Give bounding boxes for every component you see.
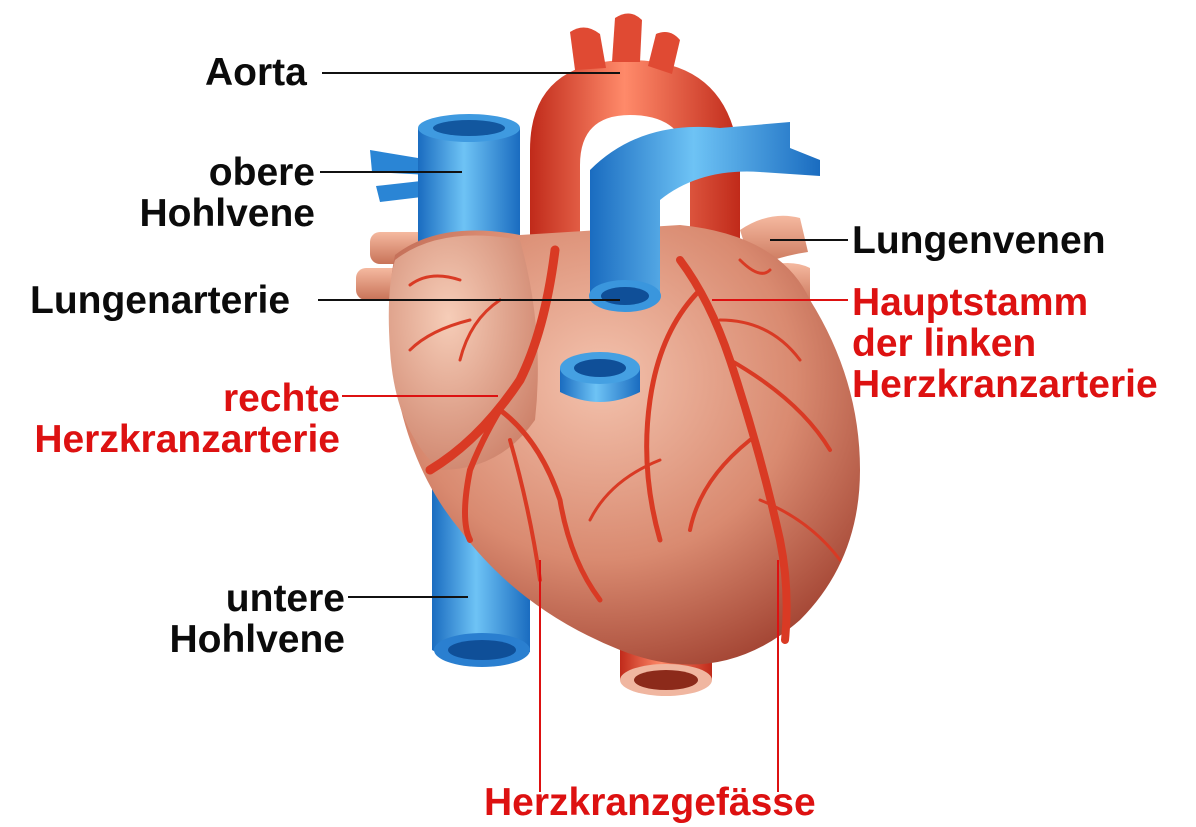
label-obere-hohlvene: obere Hohlvene	[120, 152, 315, 234]
label-hauptstamm: Hauptstamm der linken Herzkranzarterie	[852, 282, 1158, 405]
label-lungenarterie-text: Lungenarterie	[30, 280, 290, 321]
label-aorta: Aorta	[205, 52, 307, 93]
label-lungenvenen-text: Lungenvenen	[852, 220, 1106, 261]
aortic-root-opening	[560, 352, 640, 402]
label-untere-hohlvene-line2: Hohlvene	[140, 619, 345, 660]
label-obere-hohlvene-line2: Hohlvene	[120, 193, 315, 234]
label-untere-hohlvene: untere Hohlvene	[140, 578, 345, 660]
label-hauptstamm-line1: Hauptstamm	[852, 282, 1158, 323]
label-aorta-text: Aorta	[205, 52, 307, 93]
label-lungenvenen: Lungenvenen	[852, 220, 1106, 261]
label-hauptstamm-line3: Herzkranzarterie	[852, 364, 1158, 405]
label-herzkranzgefaesse-text: Herzkranzgefässe	[484, 782, 816, 823]
label-hauptstamm-line2: der linken	[852, 323, 1158, 364]
label-rechte-herzkranzarterie: rechte Herzkranzarterie	[10, 378, 340, 460]
label-herzkranzgefaesse: Herzkranzgefässe	[484, 782, 816, 823]
label-untere-hohlvene-line1: untere	[140, 578, 345, 619]
label-rechte-line1: rechte	[10, 378, 340, 419]
label-lungenarterie: Lungenarterie	[30, 280, 290, 321]
label-obere-hohlvene-line1: obere	[120, 152, 315, 193]
label-rechte-line2: Herzkranzarterie	[10, 419, 340, 460]
